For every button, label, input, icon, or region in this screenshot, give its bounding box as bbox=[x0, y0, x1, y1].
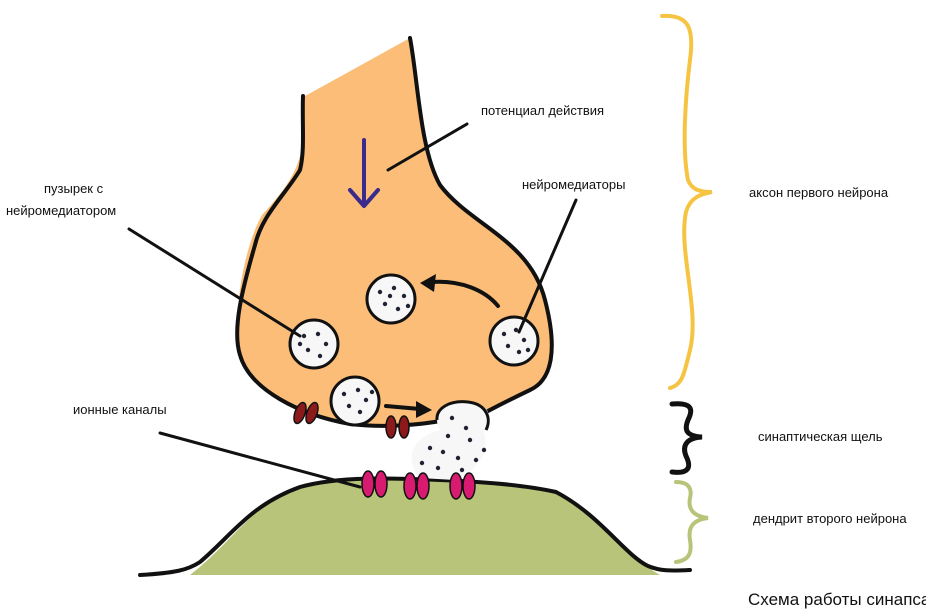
axon-brace bbox=[662, 16, 712, 388]
axon-terminal bbox=[238, 38, 553, 426]
label-neurotransmitters: нейромедиаторы bbox=[522, 177, 625, 192]
label-synaptic-cleft: синаптическая щель bbox=[758, 429, 883, 444]
synaptic-cleft-brace bbox=[672, 404, 702, 473]
leader-ion-channels bbox=[160, 433, 360, 487]
vesicle-top bbox=[367, 275, 415, 323]
label-dendrite: дендрит второго нейрона bbox=[753, 511, 907, 526]
label-action-potential: потенциал действия bbox=[481, 103, 604, 118]
label-axon: аксон первого нейрона bbox=[749, 185, 889, 200]
vesicle-left bbox=[290, 320, 338, 368]
label-ion-channels: ионные каналы bbox=[73, 402, 167, 417]
vesicle-right bbox=[490, 317, 538, 365]
vesicle-bottom bbox=[331, 377, 379, 425]
label-vesicle-line1: пузырек с bbox=[44, 181, 104, 196]
dendrite-brace bbox=[676, 482, 708, 562]
diagram-caption: Схема работы синапса bbox=[748, 590, 926, 609]
label-vesicle-line2: нейромедиатором bbox=[6, 203, 116, 218]
